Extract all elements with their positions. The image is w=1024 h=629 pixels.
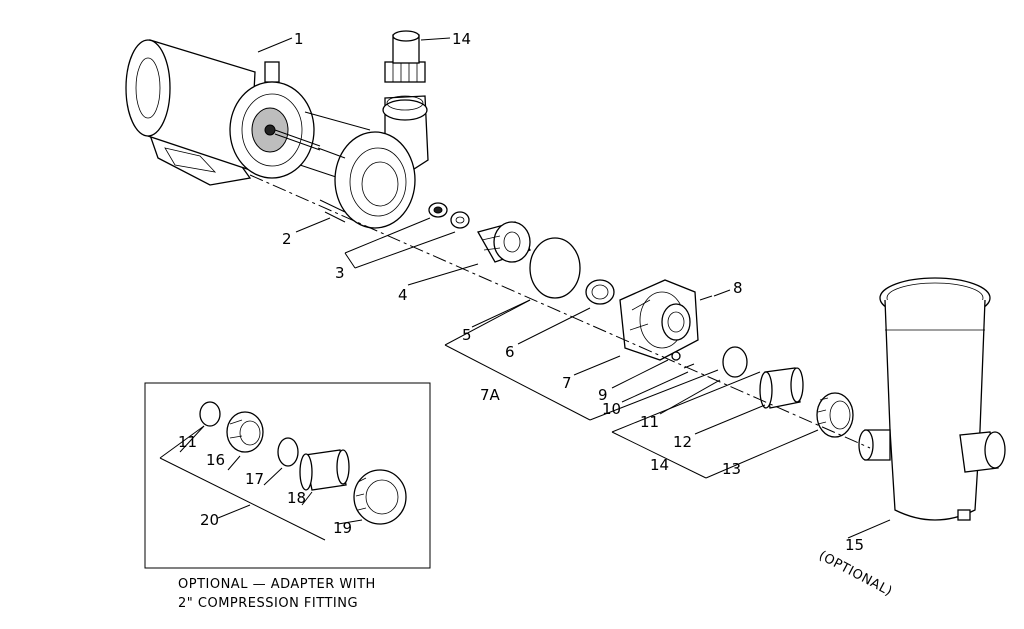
label-1: 1 [294,30,304,48]
label-7: 7 [562,374,572,392]
faceplate [619,279,699,361]
label-9: 9 [598,386,608,404]
label-12: 12 [673,433,692,451]
impeller [477,221,531,263]
strainer-pot [858,277,1006,521]
wear-ring [585,279,615,305]
inset-label-19: 19 [333,519,352,537]
label-7a: 7A [480,386,501,404]
label-8: 8 [733,279,743,297]
o-ring-large [529,237,581,299]
label-14-top: 14 [452,30,471,48]
label-14-bottom: 14 [650,456,669,474]
inset-label-17: 17 [245,470,264,488]
label-2: 2 [282,230,292,248]
inset-leaders [159,425,363,541]
o-ring-11 [722,346,748,378]
label-10: 10 [602,400,621,418]
optional-note: (OPTIONAL) [816,548,895,599]
seal-assembly [428,202,470,229]
caption-line-2: 2" COMPRESSION FITTING [178,596,358,611]
leader-lines [249,37,891,539]
label-13: 13 [722,460,741,478]
inset-parts [199,401,407,525]
label-6: 6 [505,343,515,361]
caption-line-1: OPTIONAL — ADAPTER WITH [178,577,376,592]
inset-label-20: 20 [200,511,219,529]
pump-housing [317,95,429,229]
tailpiece [759,367,804,409]
union-nut-top [384,30,426,83]
label-4: 4 [398,286,408,304]
label-5: 5 [462,326,472,344]
motor [125,39,371,186]
label-15: 15 [845,536,864,554]
inset-frame [144,382,431,569]
inset-label-16: 16 [206,451,225,469]
label-3: 3 [335,264,345,282]
label-11: 11 [640,413,659,431]
union-nut-13 [816,392,854,438]
inset-label-18: 18 [287,489,306,507]
inset-label-11: 11 [178,433,197,451]
